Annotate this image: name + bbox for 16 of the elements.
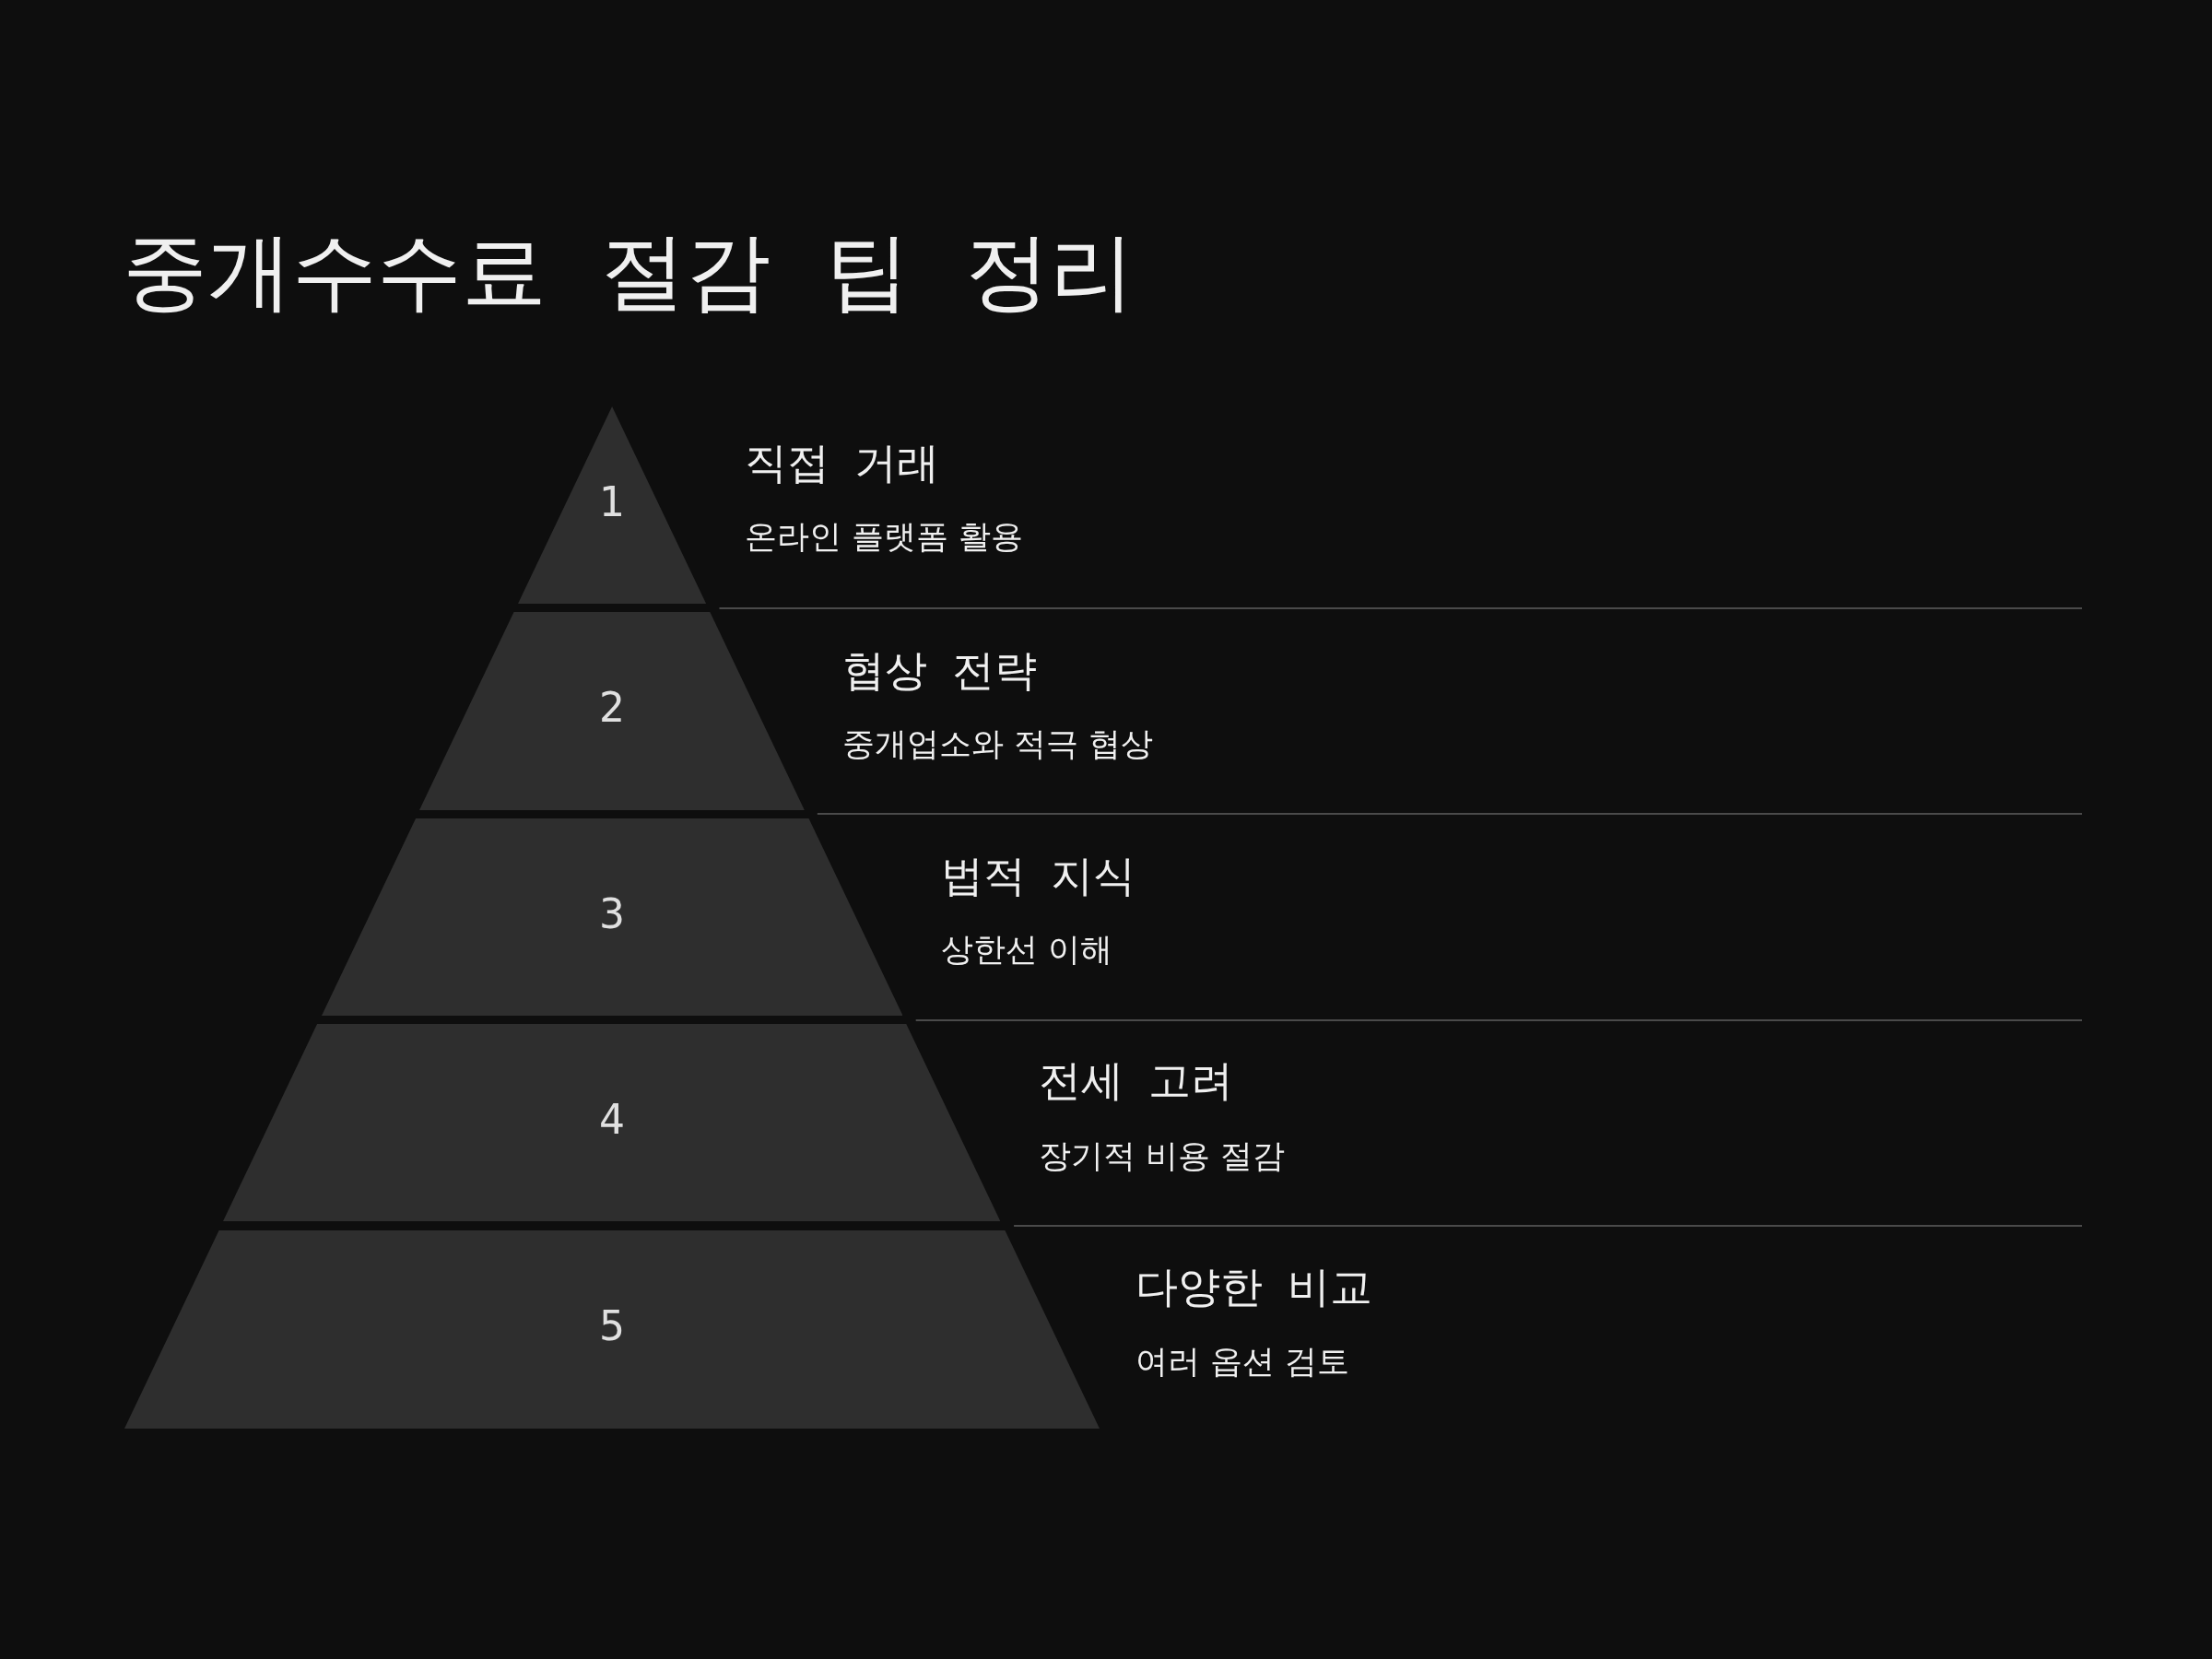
tier-number: 1 [599, 477, 625, 525]
tier-heading: 전세 고려 [1039, 1054, 1233, 1107]
tier-heading: 협상 전략 [842, 644, 1037, 697]
tier-heading: 다양한 비교 [1135, 1261, 1372, 1313]
tier-heading: 법적 지식 [941, 850, 1135, 902]
tier-number: 2 [599, 683, 625, 731]
tier-description: 장기적 비용 절감 [1039, 1136, 1286, 1176]
tier-description: 여러 옵션 검토 [1135, 1342, 1350, 1382]
tier-description: 온라인 플랫폼 활용 [745, 517, 1024, 557]
tier-description: 중개업소와 적극 협상 [842, 724, 1154, 764]
tier-number: 3 [599, 889, 625, 937]
tier-number: 4 [599, 1095, 625, 1143]
title: 중개수수료 절감 팁 정리 [123, 221, 1135, 323]
tier-number: 5 [599, 1301, 625, 1349]
tier-heading: 직접 거래 [745, 437, 939, 489]
tier-description: 상한선 이해 [941, 930, 1113, 970]
